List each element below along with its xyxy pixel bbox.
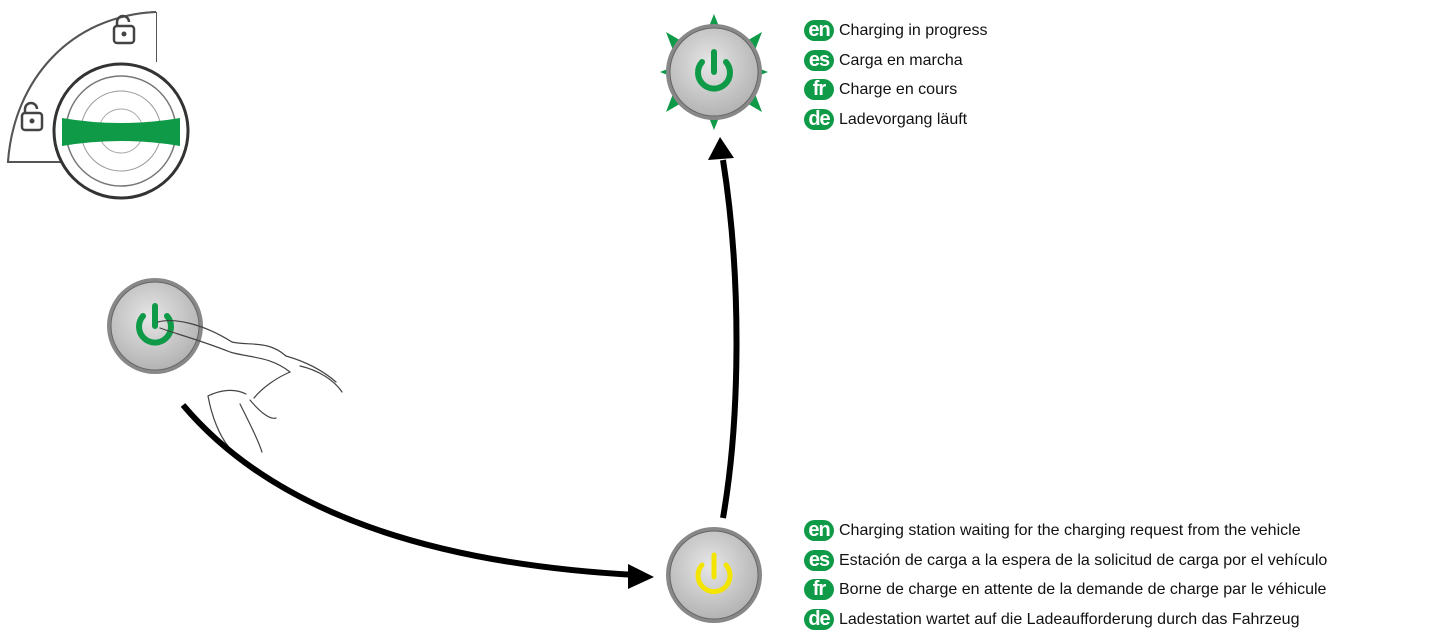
charging-socket (54, 64, 188, 198)
lang-badge-es: es (804, 50, 834, 71)
legend-line-de: de Ladestation wartet auf die Ladeauffor… (804, 605, 1327, 634)
lang-badge-fr: fr (804, 579, 834, 600)
waiting-indicator-button (666, 527, 762, 623)
legend-line-es: es Estación de carga a la espera de la s… (804, 546, 1327, 576)
legend-text: Charging in progress (839, 20, 988, 41)
lang-badge-de: de (804, 109, 834, 130)
legend-line-fr: fr Charge en cours (804, 75, 988, 105)
lang-badge-en: en (804, 520, 834, 541)
legend-line-es: es Carga en marcha (804, 46, 988, 76)
legend-text: Estación de carga a la espera de la soli… (839, 550, 1327, 571)
lang-badge-en: en (804, 20, 834, 41)
legend-line-en: en Charging in progress (804, 16, 988, 46)
waiting-legend: en Charging station waiting for the char… (804, 516, 1327, 634)
legend-text: Carga en marcha (839, 50, 963, 71)
legend-text: Charge en cours (839, 79, 957, 100)
flow-arrow-to-charging (708, 137, 737, 518)
legend-text: Charging station waiting for the chargin… (839, 520, 1301, 541)
socket-lock-panel (8, 12, 188, 198)
legend-line-en: en Charging station waiting for the char… (804, 516, 1327, 546)
start-button[interactable] (107, 278, 203, 374)
legend-line-fr: fr Borne de charge en attente de la dema… (804, 575, 1327, 605)
legend-text: Ladevorgang läuft (839, 109, 967, 130)
lang-badge-es: es (804, 550, 834, 571)
charging-legend: en Charging in progress es Carga en marc… (804, 16, 988, 134)
lang-badge-fr: fr (804, 79, 834, 100)
legend-text: Borne de charge en attente de la demande… (839, 579, 1326, 600)
legend-line-de: de Ladevorgang läuft (804, 105, 988, 135)
charging-indicator-button (660, 14, 768, 130)
